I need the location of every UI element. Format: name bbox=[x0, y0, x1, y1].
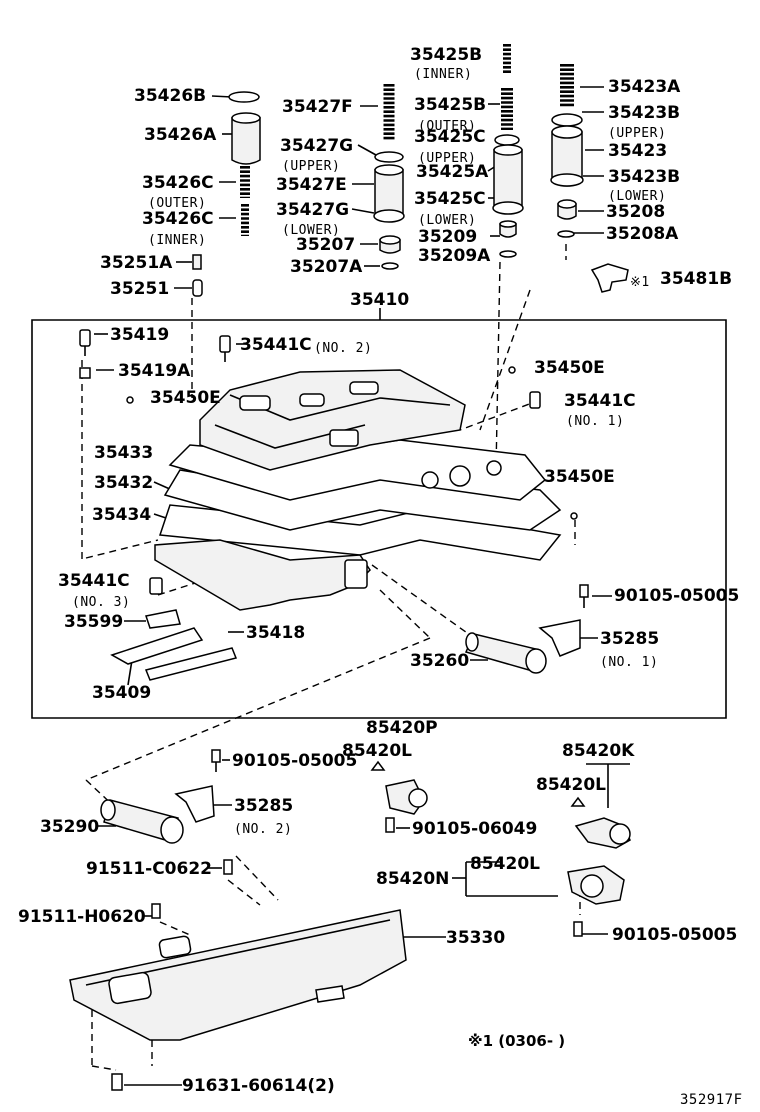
label-35426A: 35426A bbox=[144, 125, 217, 145]
label-90105-05005-c: 90105-05005 bbox=[612, 925, 737, 945]
label-91511-C0622: 91511-C0622 bbox=[86, 859, 212, 879]
label-inner: (INNER) bbox=[148, 233, 206, 248]
label-35599: 35599 bbox=[64, 612, 123, 632]
label-85420K: 85420K bbox=[562, 741, 635, 761]
label-35425B-outer: 35425B bbox=[414, 95, 486, 115]
label-35450E-c: 35450E bbox=[544, 467, 615, 487]
valve-springs-and-spools bbox=[192, 44, 629, 297]
label-35251: 35251 bbox=[110, 279, 169, 299]
label-35441C-no3: 35441C bbox=[58, 571, 130, 591]
label-note: ※1 (0306- ) bbox=[468, 1032, 565, 1050]
label-85420L-b: 85420L bbox=[536, 775, 606, 795]
label-35410: 35410 bbox=[350, 290, 409, 310]
label-85420L-c: 85420L bbox=[470, 854, 540, 874]
label-90105-05005-a: 90105-05005 bbox=[614, 586, 739, 606]
label-outer-2: (OUTER) bbox=[418, 119, 476, 134]
label-91511-H0620: 91511-H0620 bbox=[18, 907, 146, 927]
label-35285-no1: 35285 bbox=[600, 629, 659, 649]
label-35423: 35423 bbox=[608, 141, 667, 161]
label-no2: (NO. 2) bbox=[314, 341, 372, 356]
label-91631-60614: 91631-60614(2) bbox=[182, 1076, 335, 1096]
label-35427E: 35427E bbox=[276, 175, 347, 195]
label-lower-2: (LOWER) bbox=[418, 213, 476, 228]
label-lower-3: (LOWER) bbox=[608, 189, 666, 204]
label-no1-b: (NO. 1) bbox=[600, 655, 658, 670]
solenoids-and-brackets bbox=[100, 609, 631, 1091]
label-no3: (NO. 3) bbox=[72, 595, 130, 610]
label-35425A: 35425A bbox=[416, 162, 489, 182]
label-35441C-no2: 35441C bbox=[240, 335, 312, 355]
label-upper: (UPPER) bbox=[282, 159, 340, 174]
diagram-id: 352917F bbox=[680, 1092, 743, 1108]
label-lower: (LOWER) bbox=[282, 223, 340, 238]
label-35426C-inner: 35426C bbox=[142, 209, 214, 229]
label-35419A: 35419A bbox=[118, 361, 191, 381]
oil-strainer-35330 bbox=[69, 909, 407, 1041]
label-35260: 35260 bbox=[410, 651, 469, 671]
label-90105-05005-b: 90105-05005 bbox=[232, 751, 357, 771]
label-outer: (OUTER) bbox=[148, 196, 206, 211]
label-35441C-no1: 35441C bbox=[564, 391, 636, 411]
label-35251A: 35251A bbox=[100, 253, 173, 273]
label-35425B-inner: 35425B bbox=[410, 45, 482, 65]
label-35419: 35419 bbox=[110, 325, 169, 345]
label-90105-06049: 90105-06049 bbox=[412, 819, 537, 839]
label-35450E-b: 35450E bbox=[534, 358, 605, 378]
label-35432: 35432 bbox=[94, 473, 153, 493]
label-note-mark: ※1 bbox=[630, 275, 650, 290]
label-35207: 35207 bbox=[296, 235, 355, 255]
label-35209A: 35209A bbox=[418, 246, 491, 266]
label-35423B-upper: 35423B bbox=[608, 103, 680, 123]
label-35208A: 35208A bbox=[606, 224, 679, 244]
label-35426B: 35426B bbox=[134, 86, 206, 106]
label-35450E-a: 35450E bbox=[150, 388, 221, 408]
label-35285-no2: 35285 bbox=[234, 796, 293, 816]
label-35207A: 35207A bbox=[290, 257, 363, 277]
label-35330: 35330 bbox=[446, 928, 505, 948]
label-35409: 35409 bbox=[92, 683, 151, 703]
label-no1: (NO. 1) bbox=[566, 414, 624, 429]
label-no2-b: (NO. 2) bbox=[234, 822, 292, 837]
assembly-frame bbox=[31, 319, 727, 719]
label-35433: 35433 bbox=[94, 443, 153, 463]
part-number-labels: 35426B 35426A 35426C (OUTER) 35426C (INN… bbox=[18, 45, 743, 1108]
label-35423B-lower: 35423B bbox=[608, 167, 680, 187]
label-35427G-lower: 35427G bbox=[276, 200, 349, 220]
label-85420L-a: 85420L bbox=[342, 741, 412, 761]
valve-body-assembly bbox=[154, 369, 562, 611]
label-35425C-upper: 35425C bbox=[414, 127, 486, 147]
label-35418: 35418 bbox=[246, 623, 305, 643]
label-85420P: 85420P bbox=[366, 718, 438, 738]
label-35290: 35290 bbox=[40, 817, 99, 837]
label-85420N: 85420N bbox=[376, 869, 449, 889]
label-35209: 35209 bbox=[418, 227, 477, 247]
label-35481B: 35481B bbox=[660, 269, 732, 289]
label-35425C-lower: 35425C bbox=[414, 189, 486, 209]
label-35427G-upper: 35427G bbox=[280, 136, 353, 156]
bolts-and-pins bbox=[79, 329, 589, 608]
label-upper-3: (UPPER) bbox=[608, 126, 666, 141]
label-35434: 35434 bbox=[92, 505, 151, 525]
label-inner-2: (INNER) bbox=[414, 67, 472, 82]
label-35426C-outer: 35426C bbox=[142, 173, 214, 193]
label-35423A: 35423A bbox=[608, 77, 681, 97]
label-upper-2: (UPPER) bbox=[418, 151, 476, 166]
label-35427F: 35427F bbox=[282, 97, 353, 117]
label-35208: 35208 bbox=[606, 202, 665, 222]
